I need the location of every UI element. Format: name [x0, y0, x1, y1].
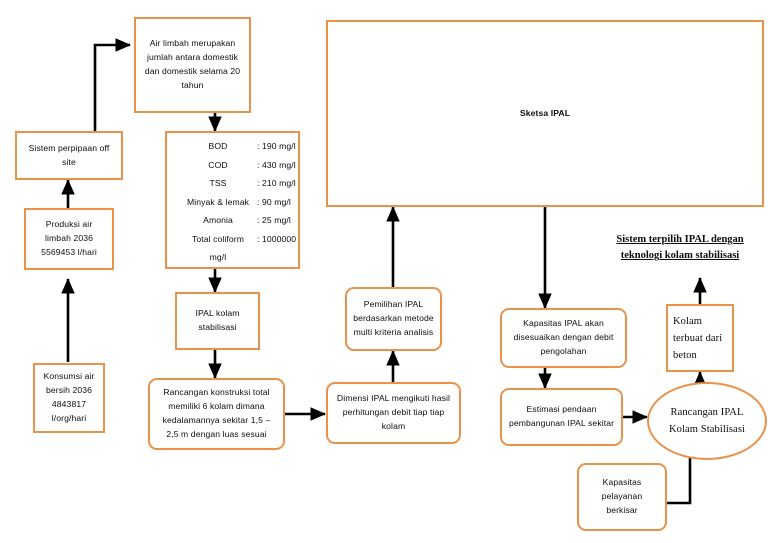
- node-kolam-beton[interactable]: Kolam terbuat dari beton: [666, 304, 734, 372]
- node-air-limbah[interactable]: Air limbah merupakan jumlah antara domes…: [134, 17, 251, 113]
- node-konsumsi-air[interactable]: Konsumsi air bersih 2036 4843817 l/org/h…: [33, 363, 105, 433]
- node-rancangan-ipal-kolam-stabilisasi[interactable]: Rancangan IPAL Kolam Stabilisasi: [647, 382, 767, 460]
- parameter-value: : 1000000: [257, 233, 297, 244]
- parameter-name: Amonia: [203, 215, 233, 226]
- node-rancangan-konstruksi[interactable]: Rancangan konstruksi total memiliki 6 ko…: [148, 378, 285, 450]
- node-kapasitas-pelayanan[interactable]: Kapasitas pelayanan berkisar: [577, 463, 667, 531]
- arrow-sistem-to-airlimbah: [93, 38, 132, 131]
- node-sketsa-ipal-label: Sketsa IPAL: [519, 107, 571, 118]
- parameter-value: : 210 mg/l: [257, 178, 296, 189]
- node-estimasi-pendanaan[interactable]: Estimasi pendaan pembangunan IPAL sekita…: [500, 388, 623, 446]
- node-sistem-perpipaan-label: Sistem perpipaan off site: [28, 142, 110, 167]
- node-estimasi-pendanaan-label: Estimasi pendaan pembangunan IPAL sekita…: [508, 404, 615, 428]
- parameter-value: : 430 mg/l: [257, 159, 296, 170]
- node-sistem-perpipaan[interactable]: Sistem perpipaan off site: [15, 131, 123, 180]
- node-air-limbah-label: Air limbah merupakan jumlah antara domes…: [144, 38, 241, 90]
- node-kapasitas-ipal-label: Kapasitas IPAL akan disesuaikan dengan d…: [513, 318, 614, 356]
- node-rancangan-ipal-kolam-label: Rancangan IPAL Kolam Stabilisasi: [668, 407, 746, 435]
- parameter-name: Minyak & lemak: [186, 196, 250, 207]
- parameter-name: COD: [208, 159, 228, 170]
- node-produksi-air-label: Produksi air limbah 2036 5569453 l/hari: [41, 219, 97, 257]
- node-konsumsi-air-label: Konsumsi air bersih 2036 4843817 l/org/h…: [43, 371, 95, 423]
- node-produksi-air[interactable]: Produksi air limbah 2036 5569453 l/hari: [24, 208, 114, 270]
- heading-sistem-terpilih-text: Sistem terpilih IPAL dengan teknologi ko…: [616, 234, 744, 262]
- parameter-value: : 25 mg/l: [257, 215, 291, 226]
- node-pemilihan-ipal[interactable]: Pemilihan IPAL berdasarkan metode multi …: [345, 287, 442, 351]
- node-dimensi-ipal-label: Dimensi IPAL mengikuti hasil perhitungan…: [336, 393, 451, 431]
- node-kapasitas-ipal[interactable]: Kapasitas IPAL akan disesuaikan dengan d…: [500, 308, 627, 368]
- parameter-row: BOD : 190 mg/l: [167, 141, 298, 151]
- parameter-name: TSS: [209, 178, 227, 189]
- heading-sistem-terpilih: Sistem terpilih IPAL dengan teknologi ko…: [600, 232, 760, 265]
- node-ipal-kolam[interactable]: IPAL kolam stabilisasi: [175, 292, 260, 350]
- parameter-row: mg/l: [167, 253, 298, 262]
- parameter-name: Total coliform: [191, 233, 245, 244]
- parameter-row: Minyak & lemak : 90 mg/l: [167, 196, 298, 207]
- parameter-row: COD : 430 mg/l: [167, 159, 298, 170]
- parameter-value: : 190 mg/l: [257, 141, 296, 151]
- node-ipal-kolam-label: IPAL kolam stabilisasi: [195, 308, 240, 332]
- parameter-name: BOD: [208, 141, 228, 151]
- parameter-name: mg/l: [209, 252, 227, 263]
- parameter-row: Amonia : 25 mg/l: [167, 216, 298, 225]
- node-dimensi-ipal[interactable]: Dimensi IPAL mengikuti hasil perhitungan…: [326, 382, 461, 444]
- parameter-value: : 90 mg/l: [257, 196, 291, 207]
- node-kolam-beton-label: Kolam terbuat dari beton: [673, 315, 723, 361]
- parameter-row: TSS : 210 mg/l: [167, 179, 298, 188]
- node-pemilihan-ipal-label: Pemilihan IPAL berdasarkan metode multi …: [353, 299, 434, 337]
- node-kapasitas-pelayanan-label: Kapasitas pelayanan berkisar: [601, 477, 643, 515]
- parameter-row: Total coliform : 1000000: [167, 233, 298, 244]
- node-sketsa-ipal[interactable]: Sketsa IPAL: [326, 20, 764, 207]
- node-rancangan-konstruksi-label: Rancangan konstruksi total memiliki 6 ko…: [162, 387, 271, 439]
